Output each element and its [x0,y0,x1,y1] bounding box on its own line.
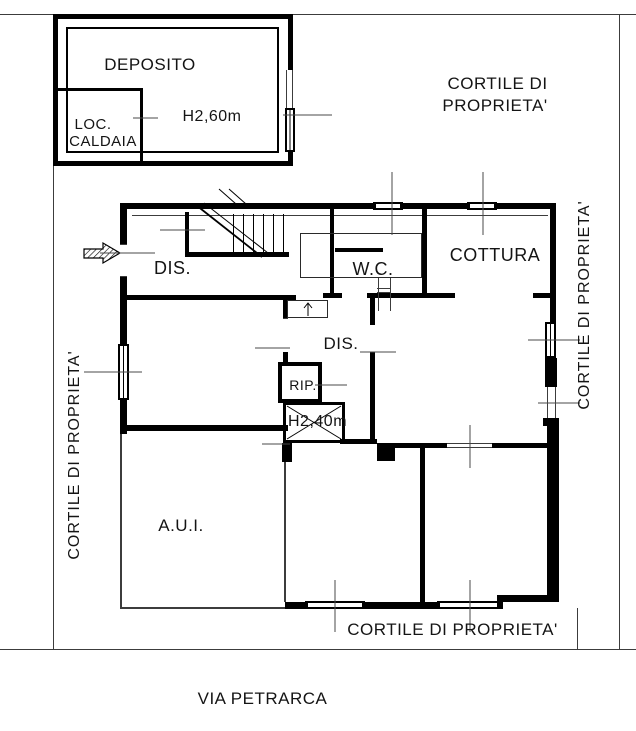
stair-diagonals [195,188,269,258]
wall-dis-upper-bottom [120,295,296,300]
wall-h443-c [492,443,552,448]
stair-wall-bottom [185,252,289,257]
street-label: VIA PETRARCA [197,689,328,708]
wall-aui-top [120,425,288,431]
dimension-ticks [84,114,580,632]
wall-mid-h-2 [367,293,455,298]
entry-vestibule [287,300,328,318]
rip-room-walls [278,362,322,403]
stair-wall-left [185,212,189,257]
wall-top-2 [403,203,467,209]
window-bottom-2 [437,601,500,609]
wall-wc-right [422,209,427,298]
wall-left-2 [120,277,127,344]
cortile-left-label: CORTILE DI PROPRIETA' [66,350,83,560]
deposito-opening-edge-left [286,70,287,108]
wall-aui-right-thin [284,462,286,602]
cortile-right-label: CORTILE DI PROPRIETA' [576,200,593,410]
boundary-right [619,14,620,650]
wall-bedroom1-right [283,300,288,318]
wall-bottom-step [497,595,503,609]
wall-hall-right-a [370,298,375,325]
wall-wc-left [330,209,334,297]
boundary-left [53,14,54,650]
stair-corridor-right [390,278,391,311]
wall-h443-a [340,439,377,444]
closet-walls [283,402,345,443]
dis-lower-label: DIS. [323,334,359,353]
rip-label: RIP. [289,377,317,393]
aui-boundary-left [120,434,122,609]
aui-boundary-bottom [120,607,287,609]
wall-right-notch [543,418,549,426]
wall-mid-h-3 [533,293,550,298]
stair-corridor-left [378,278,379,311]
stair-corridor-door2 [377,292,391,293]
wall-v420 [420,443,425,602]
deposito-opening-edge-right [292,70,293,108]
boundary-fence-segment [577,608,578,650]
deposito-height-label: H2,60m [182,108,242,125]
wall-bedroom1-right-b [283,352,288,362]
door-left-edge2 [120,276,127,277]
cortile-bottom-label: CORTILE DI PROPRIETA' [347,620,558,639]
deposito-label: DEPOSITO [104,55,196,74]
door-left-edge1 [120,244,127,245]
window-top-1 [373,202,403,210]
wall-top-3 [497,203,556,209]
caldaia-label-line2: CALDAIA [69,133,137,150]
boundary-top [0,14,636,15]
wall-wc-partition [335,248,383,252]
cottura-label: COTTURA [449,245,541,265]
stair-landing [300,233,422,278]
dis-upper-label: DIS. [153,258,191,278]
wall-left-3 [120,400,127,434]
window-top-2 [467,202,497,210]
up-arrow-icon [303,302,313,316]
closet-height-label: H2,40m [288,413,348,430]
wall-top-innerline [132,215,548,216]
wall-bottom-right [497,595,557,602]
deposito-window [285,108,295,152]
door-bedroom1-edge1 [283,318,288,319]
wall-aui-right-thick [282,443,292,462]
wall-jog [377,443,395,461]
wall-bottom-a [285,602,305,609]
caldaia-label-line1: LOC. [74,116,112,133]
cortile-top-line2: PROPRIETA' [442,96,548,115]
closet-x-icon [286,405,342,440]
wall-left-1 [120,203,127,244]
aui-label: A.U.I. [158,516,204,535]
wall-bottom-b [365,602,437,609]
wall-right-2 [545,358,557,387]
boundary-bottom [0,649,636,650]
cortile-top-line1: CORTILE DI [447,74,548,93]
stair-corridor-door1 [377,288,391,289]
wall-hall-right-b [370,352,375,443]
caldaia-wall-top [57,88,143,91]
wall-top-1 [120,203,373,209]
wc-label: W.C. [352,259,394,279]
caldaia-wall-right [140,88,143,162]
wall-right-3 [547,418,559,602]
wall-right-1 [550,203,556,322]
